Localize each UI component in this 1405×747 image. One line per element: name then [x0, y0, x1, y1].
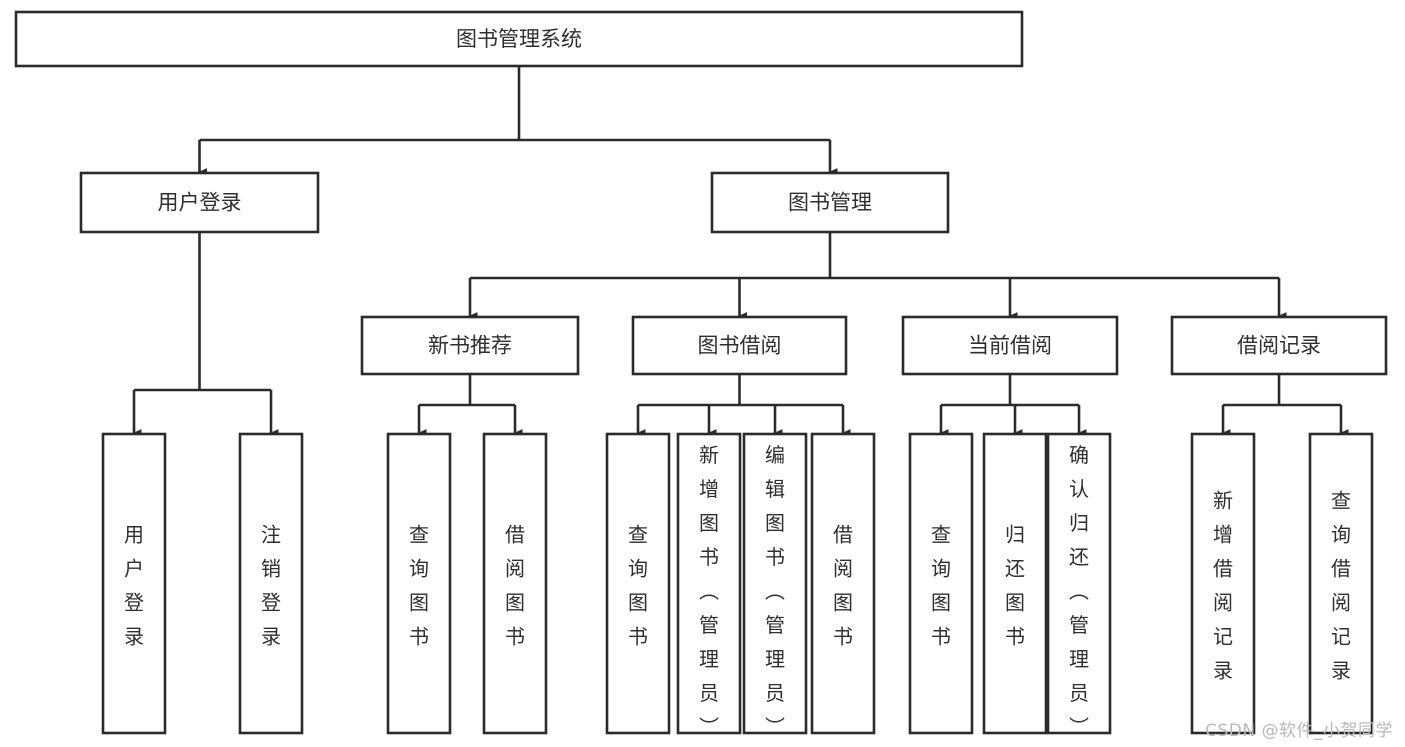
node-label-新增借阅记录: 新增借阅记录	[1213, 489, 1233, 683]
node-box-借阅图书[interactable]	[482, 432, 548, 735]
node-label-借阅图书: 借阅图书	[505, 523, 525, 649]
node-box-归还图书[interactable]	[982, 432, 1048, 735]
node-leaf[interactable]: 借阅图书	[810, 432, 876, 735]
node-label-新书推荐: 新书推荐	[428, 334, 512, 358]
node-box-编辑图书管理员[interactable]	[742, 432, 808, 735]
node-level3[interactable]: 借阅记录	[1170, 315, 1388, 376]
connector-layer	[132, 66, 1349, 437]
node-leaf[interactable]: 查询图书	[605, 432, 671, 735]
node-label-查询图书: 查询图书	[409, 523, 429, 649]
node-box-图书管理系统[interactable]	[14, 10, 1024, 68]
node-leaf[interactable]: 新增图书︵管理员︶	[676, 432, 742, 739]
node-label-图书借阅: 图书借阅	[698, 334, 782, 358]
node-box-新增借阅记录[interactable]	[1190, 432, 1256, 735]
node-label-查询图书: 查询图书	[628, 523, 648, 649]
node-layer: 图书管理系统用户登录图书管理新书推荐图书借阅当前借阅借阅记录用户登录注销登录查询…	[14, 10, 1388, 739]
node-label-新增图书管理员: 新增图书︵管理员︶	[699, 443, 719, 739]
node-level3[interactable]: 当前借阅	[901, 315, 1119, 376]
node-level3[interactable]: 图书借阅	[631, 315, 848, 376]
node-box-图书管理[interactable]	[710, 171, 950, 234]
node-box-查询图书[interactable]	[386, 432, 452, 735]
node-box-用户登录[interactable]	[79, 171, 320, 234]
node-level2[interactable]: 图书管理	[710, 171, 950, 234]
node-box-注销登录[interactable]	[238, 432, 304, 735]
node-leaf[interactable]: 注销登录	[238, 432, 304, 735]
node-leaf[interactable]: 新增借阅记录	[1190, 432, 1256, 735]
node-box-查询借阅记录[interactable]	[1308, 432, 1374, 735]
node-leaf[interactable]: 确认归还︵管理员︶	[1046, 432, 1112, 739]
node-root[interactable]: 图书管理系统	[14, 10, 1024, 68]
node-box-用户登录[interactable]	[101, 432, 167, 735]
node-leaf[interactable]: 编辑图书︵管理员︶	[742, 432, 808, 739]
node-label-确认归还管理员: 确认归还︵管理员︶	[1069, 443, 1089, 739]
node-box-查询图书[interactable]	[908, 432, 974, 735]
node-label-借阅记录: 借阅记录	[1237, 334, 1321, 358]
node-label-注销登录: 注销登录	[261, 523, 281, 649]
node-box-图书借阅[interactable]	[631, 315, 848, 376]
node-label-图书管理: 图书管理	[788, 191, 872, 215]
node-label-编辑图书管理员: 编辑图书︵管理员︶	[765, 443, 785, 739]
node-box-查询图书[interactable]	[605, 432, 671, 735]
node-label-借阅图书: 借阅图书	[833, 523, 853, 649]
node-level2[interactable]: 用户登录	[79, 171, 320, 234]
node-leaf[interactable]: 用户登录	[101, 432, 167, 735]
node-label-用户登录: 用户登录	[158, 191, 242, 215]
node-label-用户登录: 用户登录	[124, 523, 144, 649]
node-label-当前借阅: 当前借阅	[968, 334, 1052, 358]
node-label-图书管理系统: 图书管理系统	[456, 27, 582, 51]
node-box-新书推荐[interactable]	[360, 315, 580, 376]
node-box-新增图书管理员[interactable]	[676, 432, 742, 735]
node-leaf[interactable]: 查询借阅记录	[1308, 432, 1374, 735]
node-label-查询图书: 查询图书	[931, 523, 951, 649]
node-label-查询借阅记录: 查询借阅记录	[1331, 489, 1351, 683]
node-box-确认归还管理员[interactable]	[1046, 432, 1112, 735]
node-leaf[interactable]: 查询图书	[908, 432, 974, 735]
node-label-归还图书: 归还图书	[1005, 523, 1025, 649]
node-leaf[interactable]: 查询图书	[386, 432, 452, 735]
node-leaf[interactable]: 借阅图书	[482, 432, 548, 735]
node-level3[interactable]: 新书推荐	[360, 315, 580, 376]
node-box-借阅记录[interactable]	[1170, 315, 1388, 376]
node-box-借阅图书[interactable]	[810, 432, 876, 735]
node-leaf[interactable]: 归还图书	[982, 432, 1048, 735]
node-box-当前借阅[interactable]	[901, 315, 1119, 376]
